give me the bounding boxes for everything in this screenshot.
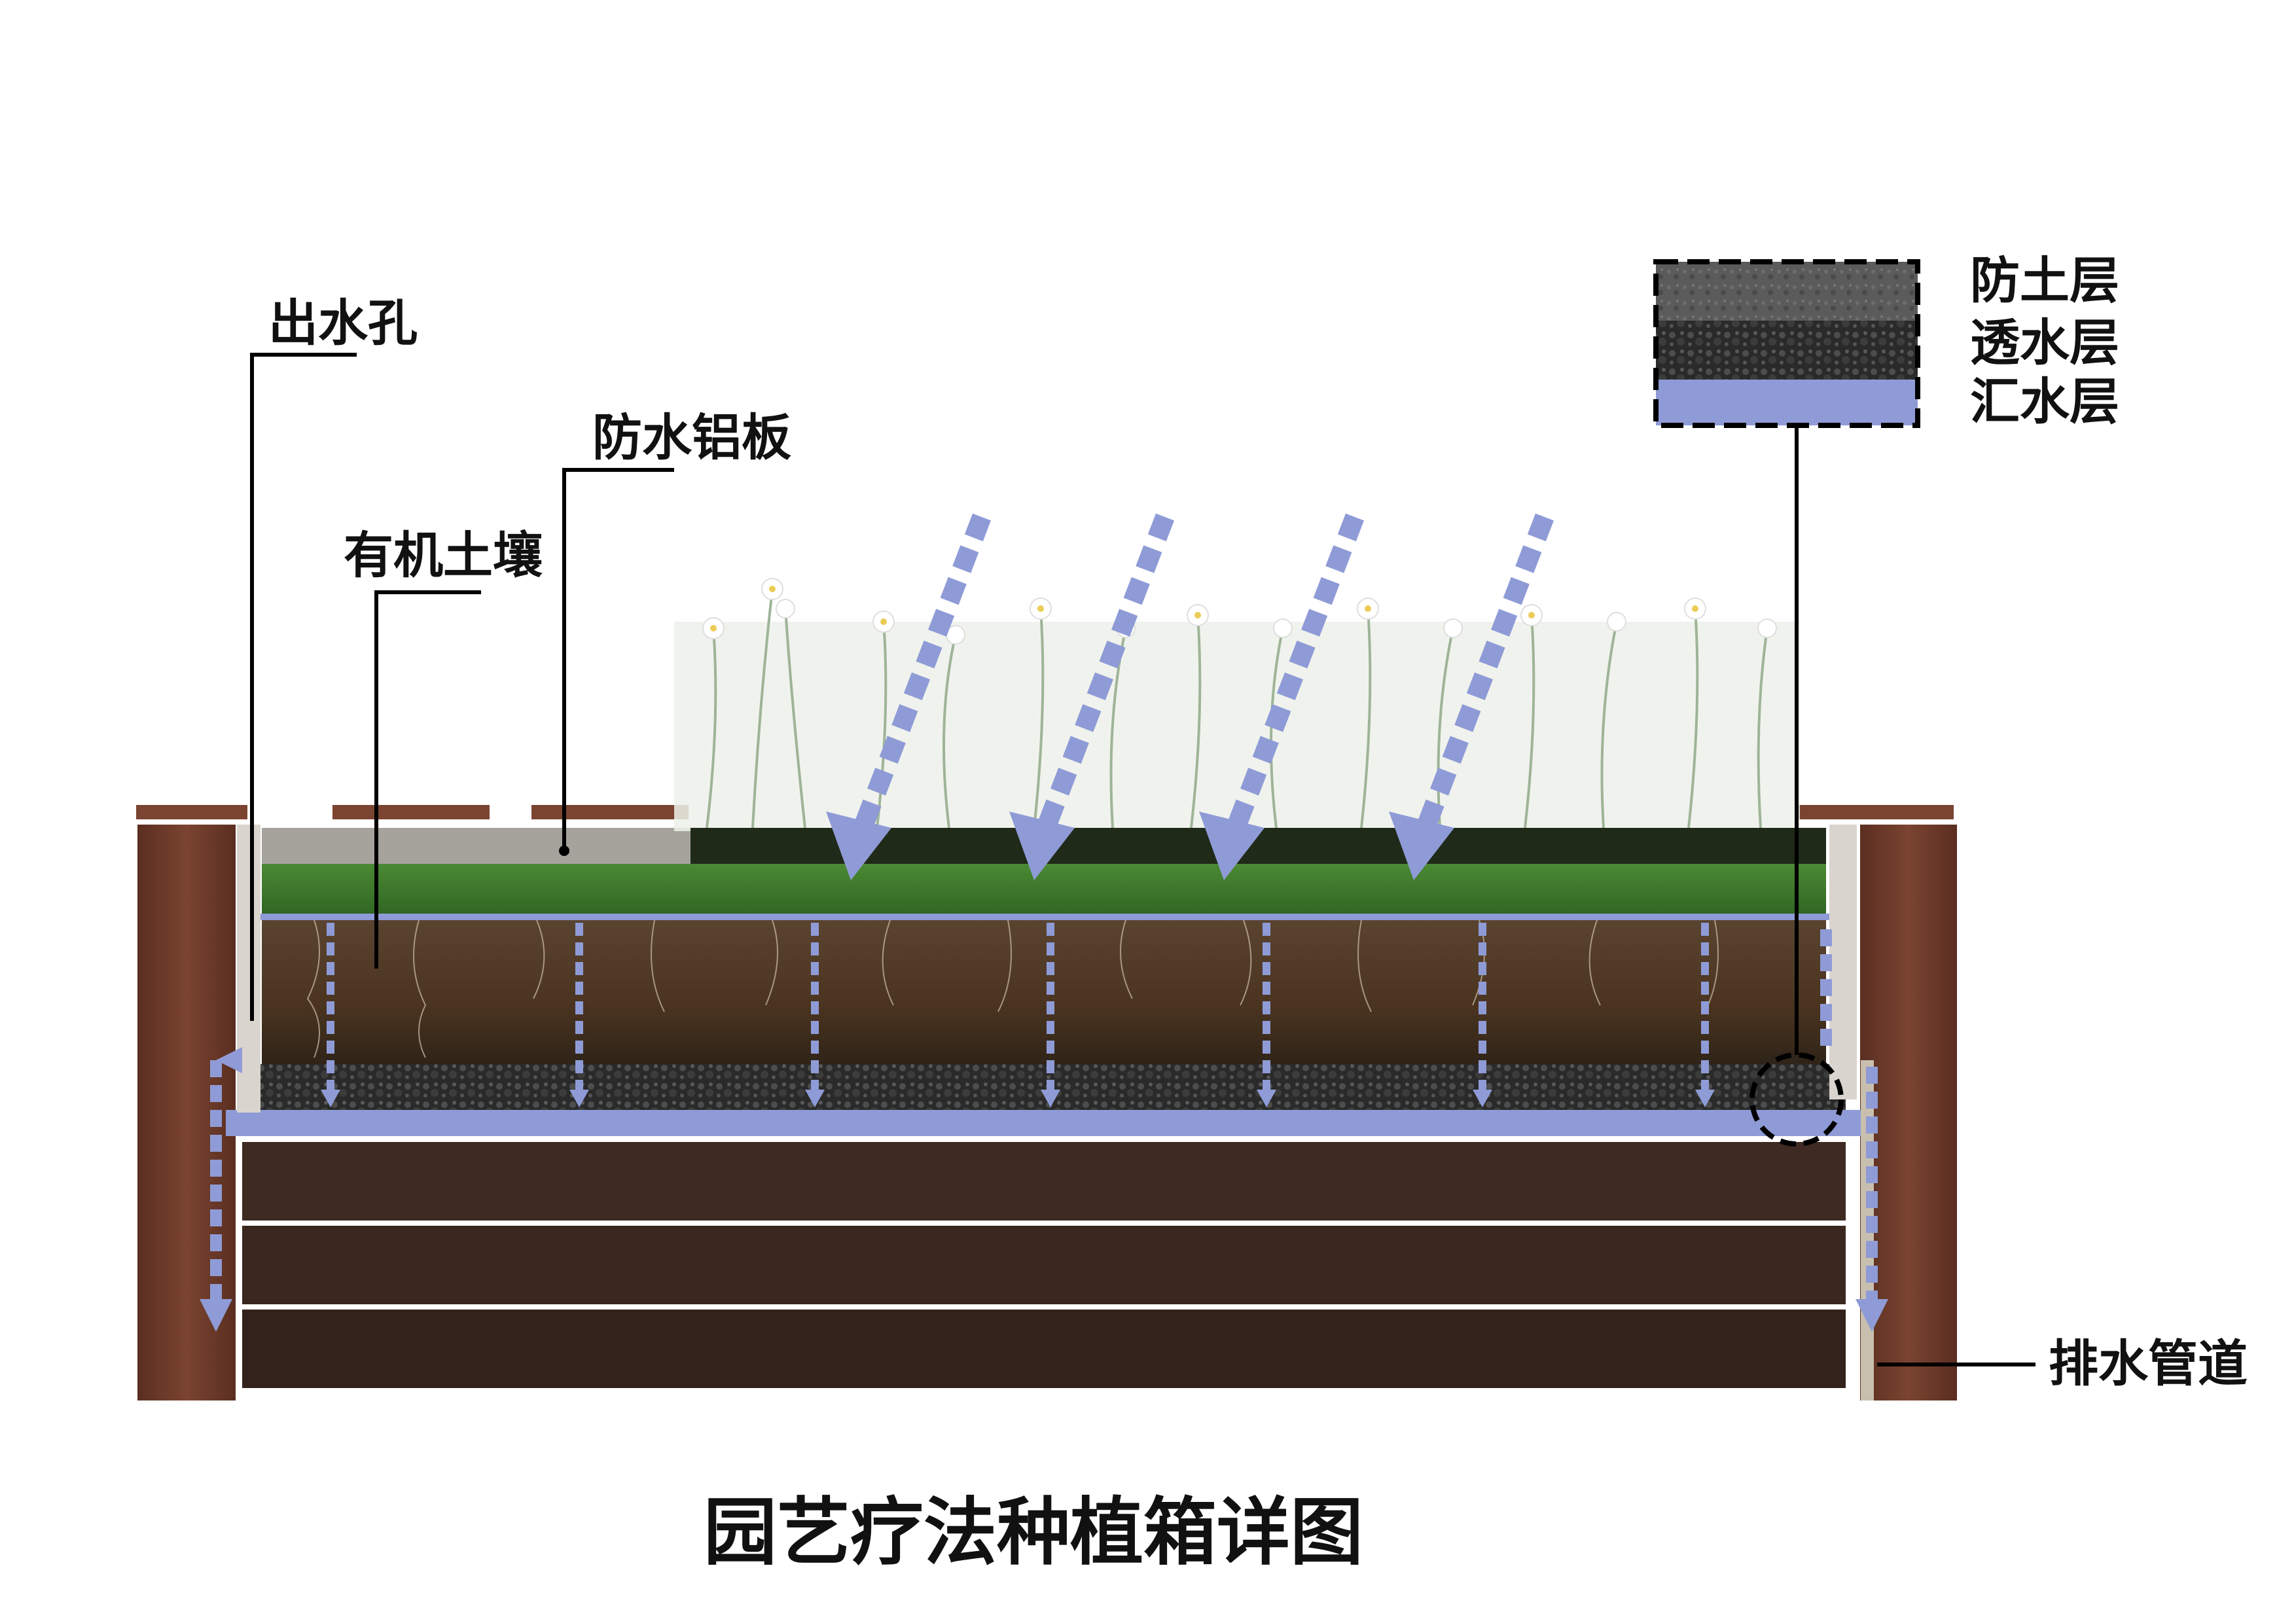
grass-layer [262,864,1826,916]
rain-arrows [854,513,1554,829]
gravel-layer [242,1064,1846,1110]
edge-drain-arrows [210,929,1878,1302]
legend-item-permeable: 透水层 [1970,313,2119,372]
water-collection-bottom [226,1110,1862,1136]
rain-arrow-heads [826,812,1454,880]
waterproof-plate-edge [262,828,691,867]
layer-legend-swatch [1653,259,1920,428]
legend-item-water-collection: 汇水层 [1970,372,2119,431]
infiltration-arrows [327,923,1709,1090]
roots [306,919,1719,1058]
organic-soil-label: 有机土壤 [344,526,543,584]
deck-boards [136,805,1954,819]
water-collection-top [259,914,1829,920]
organic-soil-layer [262,920,1826,1064]
detail-circle [1749,1052,1844,1147]
planter-planks [242,1142,1846,1388]
outlet-hole-label: 出水孔 [268,294,418,352]
diagram-title: 园艺疗法种植箱详图 [704,1490,1363,1575]
waterproof-plate-label: 防水铝板 [592,408,791,467]
callout-lines [250,353,2036,1366]
drain-pipe-label: 排水管道 [2049,1334,2248,1393]
legend-item-soil-barrier: 防土层 [1970,251,2119,310]
plant-meadow [674,578,1800,831]
